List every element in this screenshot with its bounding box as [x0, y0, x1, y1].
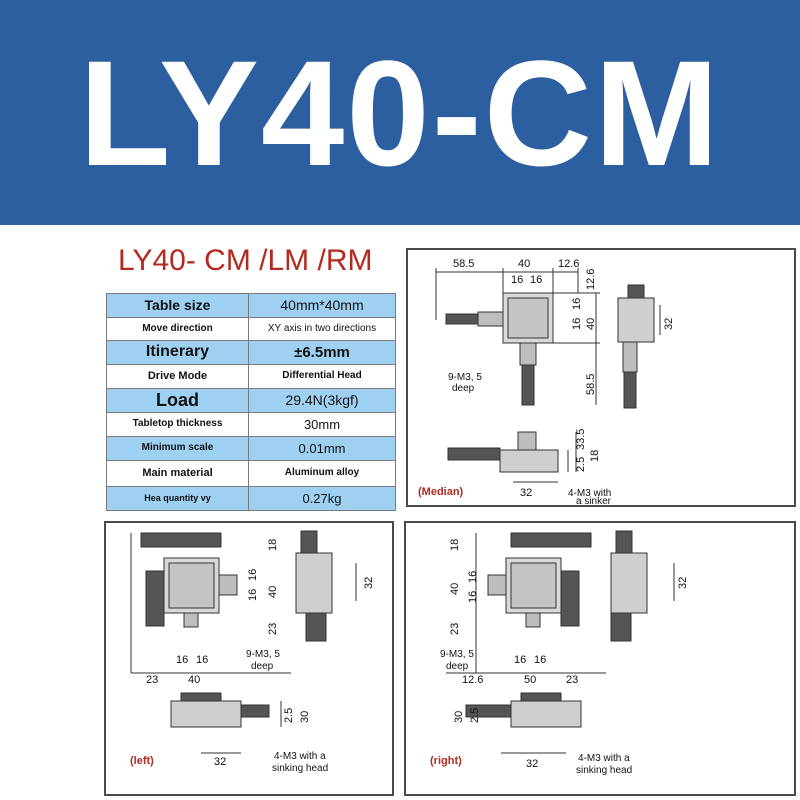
spec-row: Tabletop thickness 30mm: [106, 412, 396, 437]
note-label: 9-M3, 5: [440, 649, 474, 660]
spec-value: Differential Head: [248, 364, 396, 389]
spec-row: Main material Aluminum alloy: [106, 460, 396, 487]
dim-label: 16: [247, 589, 259, 601]
note-label: deep: [446, 661, 469, 672]
spec-label: Table size: [106, 293, 249, 318]
median-drawing-panel: 58.5 40 12.6 16 16 12.6 16 16 40 32 58.5…: [406, 248, 796, 507]
spec-label: Tabletop thickness: [106, 412, 249, 437]
dim-label: 40: [585, 318, 597, 330]
spec-value: 0.27kg: [248, 486, 396, 511]
dim-label: 16: [196, 654, 208, 666]
dim-label: 33.5: [575, 429, 587, 450]
spec-value: 0.01mm: [248, 436, 396, 461]
spec-value: 40mm*40mm: [248, 293, 396, 318]
spec-label: Move direction: [106, 317, 249, 341]
dim-label: 23: [449, 623, 461, 635]
median-technical-drawing: 58.5 40 12.6 16 16 12.6 16 16 40 32 58.5…: [435, 258, 675, 505]
note-label: 4-M3 with: [568, 488, 611, 499]
note-label: sinking head: [272, 763, 328, 774]
spec-row: Drive Mode Differential Head: [106, 364, 396, 389]
note-label: 9-M3, 5: [448, 372, 482, 383]
note-label: sinking head: [576, 765, 632, 776]
dim-label: 32: [363, 577, 375, 589]
dim-label: 32: [520, 487, 532, 499]
dim-label: 30: [299, 711, 311, 723]
dim-label: 16: [511, 274, 523, 286]
dim-label: 16: [467, 591, 479, 603]
spec-row: Move direction XY axis in two directions: [106, 317, 396, 341]
product-title: LY40-CM: [79, 28, 721, 197]
spec-row: Table size 40mm*40mm: [106, 293, 396, 318]
spec-label: Main material: [106, 460, 249, 487]
dim-label: 12.6: [462, 674, 483, 686]
note-label: 4-M3 with a: [578, 753, 630, 764]
dim-label: 16: [467, 571, 479, 583]
spec-table: Table size 40mm*40mm Move direction XY a…: [106, 293, 396, 511]
spec-value: 30mm: [248, 412, 396, 437]
spec-value: XY axis in two directions: [248, 317, 396, 341]
note-label: 9-M3, 5: [246, 649, 280, 660]
right-technical-drawing: 18 40 16 16 23 32 16 16 12.6 50 23 30 2.…: [440, 530, 689, 776]
left-technical-drawing: 18 16 16 40 23 32 16 16 23 40 2.5 30 32 …: [130, 530, 375, 774]
dim-label: 2.5: [283, 708, 295, 723]
dim-label: 18: [589, 450, 601, 462]
spec-value: Aluminum alloy: [248, 460, 396, 487]
dim-label: 23: [267, 623, 279, 635]
dim-label: 32: [677, 577, 689, 589]
spec-value: 29.4N(3kgf): [248, 388, 396, 413]
dim-label: 23: [566, 674, 578, 686]
dim-label: 16: [571, 318, 583, 330]
dim-label: 12.6: [585, 269, 597, 290]
dim-label: 30: [453, 711, 465, 723]
dim-label: 16: [530, 274, 542, 286]
note-label: 4-M3 with a: [274, 751, 326, 762]
dim-label: 23: [146, 674, 158, 686]
spec-heading: LY40- CM /LM /RM: [118, 244, 373, 277]
spec-label: Drive Mode: [106, 364, 249, 389]
dim-label: 40: [518, 258, 530, 270]
note-label: deep: [251, 661, 274, 672]
spec-row: Hea quantity vy 0.27kg: [106, 486, 396, 511]
dim-label: 18: [449, 539, 461, 551]
dim-label: 58.5: [585, 374, 597, 395]
dim-label: 50: [524, 674, 536, 686]
dim-label: 32: [526, 758, 538, 770]
dim-label: 18: [267, 539, 279, 551]
spec-row: Minimum scale 0.01mm: [106, 436, 396, 461]
spec-value: ±6.5mm: [248, 340, 396, 365]
dim-label: 2.5: [469, 708, 481, 723]
dim-label: 12.6: [558, 258, 579, 270]
median-label: (Median): [418, 486, 464, 498]
note-label: a sinker: [576, 496, 612, 505]
left-label: (left): [130, 755, 154, 767]
dim-label: 32: [663, 318, 675, 330]
dim-label: 16: [514, 654, 526, 666]
note-label: deep: [452, 383, 475, 394]
right-drawing-panel: 18 40 16 16 23 32 16 16 12.6 50 23 30 2.…: [404, 521, 796, 796]
right-label: (right): [430, 755, 462, 767]
spec-row: Load 29.4N(3kgf): [106, 388, 396, 413]
dim-label: 58.5: [453, 258, 474, 270]
spec-row: Itinerary ±6.5mm: [106, 340, 396, 365]
dim-label: 2.5: [575, 457, 587, 472]
title-banner: LY40-CM: [0, 0, 800, 225]
spec-label: Itinerary: [106, 340, 249, 365]
dim-label: 16: [176, 654, 188, 666]
spec-label: Minimum scale: [106, 436, 249, 461]
dim-label: 40: [449, 583, 461, 595]
dim-label: 16: [534, 654, 546, 666]
dim-label: 40: [267, 586, 279, 598]
dim-label: 40: [188, 674, 200, 686]
dim-label: 32: [214, 756, 226, 768]
left-drawing-panel: 18 16 16 40 23 32 16 16 23 40 2.5 30 32 …: [104, 521, 394, 796]
dim-label: 16: [247, 569, 259, 581]
spec-label: Hea quantity vy: [106, 486, 249, 511]
dim-label: 16: [571, 298, 583, 310]
spec-label: Load: [106, 388, 249, 413]
